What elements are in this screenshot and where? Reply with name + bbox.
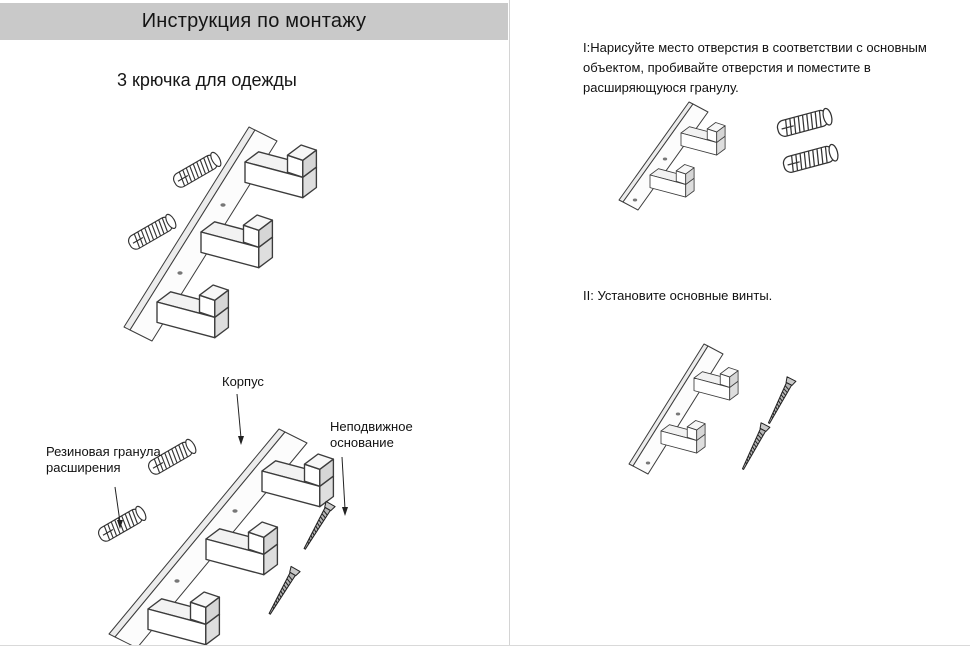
screw-hole [174, 579, 180, 583]
step-2-text: II: Установите основные винты. [583, 288, 773, 303]
step-1-text: I:Нарисуйте место отверстия в соответств… [583, 40, 927, 96]
step-1-diagram [618, 101, 841, 211]
screw-hole [645, 461, 651, 465]
label-fixed-base: Неподвижное основание [330, 419, 413, 451]
dowel-icon [95, 504, 149, 545]
screw-icon [264, 565, 301, 617]
step-2-diagram [628, 343, 797, 475]
assembled-rack-diagram [123, 126, 318, 342]
screw-hole [662, 157, 668, 161]
product-subtitle: 3 крючка для одежды [117, 70, 297, 90]
screw-hole [177, 271, 183, 275]
page-header: Инструкция по монтажу [0, 3, 508, 40]
label-arrow-korpus [236, 393, 244, 445]
label-korpus: Корпус [222, 374, 264, 389]
exploded-parts-diagram [95, 393, 348, 645]
label-arrow-expansion-plug [114, 486, 123, 529]
screw-icon [738, 422, 771, 472]
screw-hole [675, 412, 681, 416]
column-divider [509, 0, 510, 645]
mounting-plate [618, 101, 709, 211]
label-arrow-fixed-base [341, 456, 348, 516]
dowel-icon [775, 106, 835, 139]
screw-icon [299, 500, 336, 552]
screw-hole [220, 203, 226, 207]
dowel-icon [781, 142, 841, 175]
dowel-icon [125, 212, 179, 253]
label-expansion-plug: Резиновая гранула расширения [46, 444, 161, 476]
page-title: Инструкция по монтажу [141, 10, 367, 32]
mounting-plate [628, 343, 724, 475]
screw-icon [764, 376, 797, 426]
screw-hole [632, 198, 638, 202]
screw-hole [232, 509, 238, 513]
